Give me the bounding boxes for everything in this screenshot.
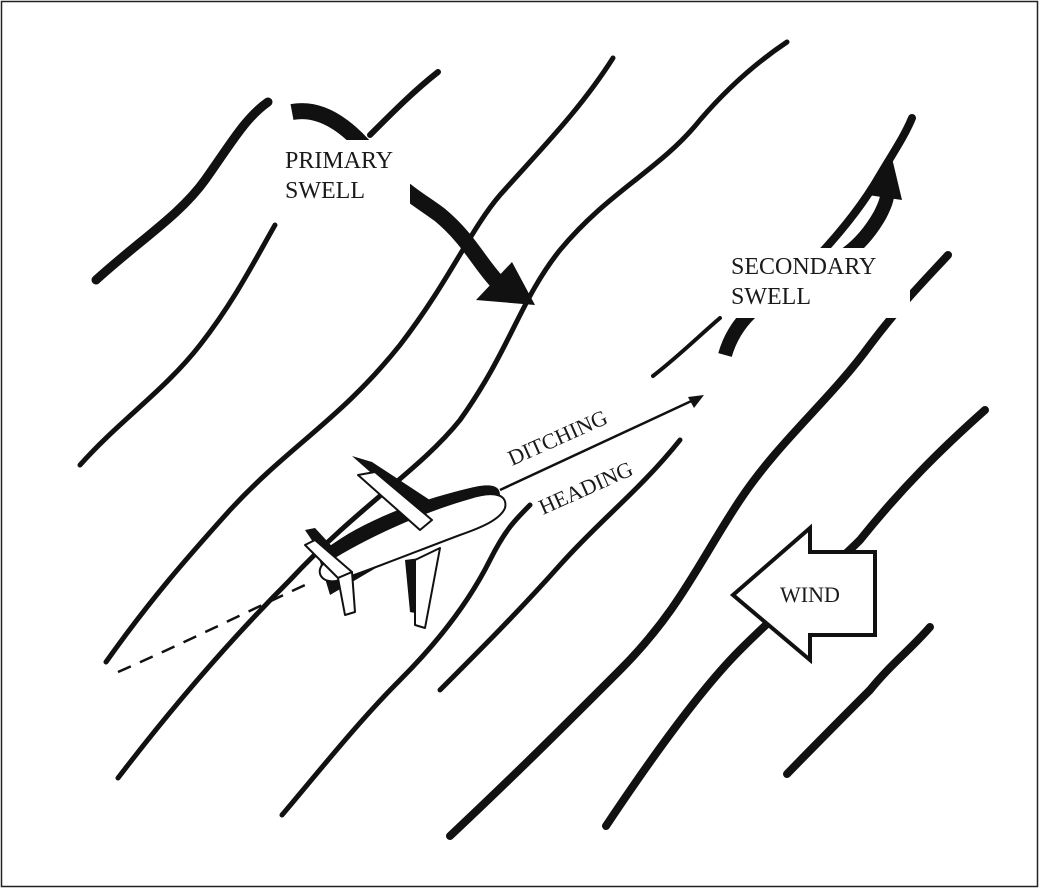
swell-line-4 — [115, 39, 790, 781]
swell-line-1 — [91, 97, 273, 285]
wind-label: WIND — [780, 582, 840, 607]
swell-line-6a — [437, 437, 683, 693]
primary-swell-label-line2: SWELL — [285, 178, 365, 204]
approach-path — [117, 583, 306, 674]
swell-line-6 — [446, 251, 952, 840]
swell-line-2b — [367, 69, 441, 138]
secondary-swell-label-line1: SECONDARY — [731, 254, 876, 280]
swell-line-3 — [103, 55, 616, 665]
wind-arrow — [729, 523, 877, 665]
primary-swell-label-line1: PRIMARY — [285, 148, 393, 174]
swell-line-2 — [77, 222, 278, 468]
secondary-swell-label-line2: SWELL — [731, 284, 811, 310]
ditching-label: DITCHING — [504, 404, 611, 470]
swell-line-5 — [279, 502, 533, 818]
secondary-label-knockout — [724, 248, 910, 318]
primary-label-knockout — [278, 140, 410, 210]
swell-line-8 — [783, 623, 934, 778]
swell-line-10 — [651, 316, 722, 378]
airplane-icon — [304, 456, 507, 629]
ditching-heading-arrow — [499, 395, 704, 492]
